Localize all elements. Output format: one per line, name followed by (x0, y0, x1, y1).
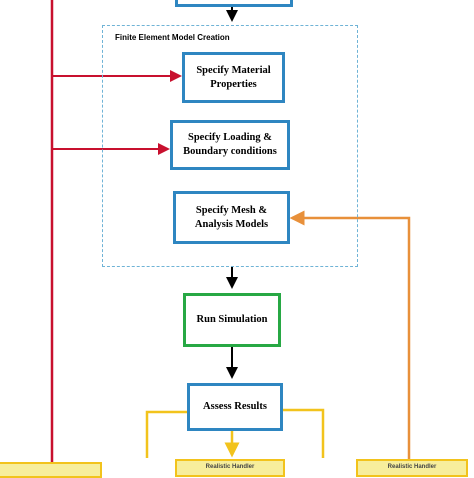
run-simulation-label: Run Simulation (196, 314, 268, 326)
specify-mesh-label: Specify Mesh & Analysis Models (194, 204, 269, 230)
bottom-center-label: Realistic Handler (205, 464, 255, 470)
assess-results-node: Assess Results (187, 383, 283, 431)
yellow-branch-left (145, 410, 187, 458)
specify-mesh-node: Specify Mesh & Analysis Models (173, 191, 290, 244)
run-simulation-node: Run Simulation (183, 293, 281, 347)
orange-feedback-line (289, 210, 411, 462)
specify-material-node: Specify Material Properties (182, 52, 285, 103)
bottom-center-box: Realistic Handler (175, 459, 285, 477)
bottom-right-label: Realistic Handler (387, 464, 437, 470)
specify-loading-label: Specify Loading & Boundary conditions (183, 132, 277, 157)
bottom-right-box: Realistic Handler (356, 459, 468, 477)
specify-material-label: Specify Material Properties (196, 64, 271, 90)
group-title: Finite Element Model Creation (115, 33, 230, 42)
top-process-box (175, 0, 293, 7)
finite-element-model-group: Finite Element Model Creation (102, 25, 358, 267)
specify-loading-node: Specify Loading & Boundary conditions (170, 120, 290, 170)
yellow-branch-right (283, 408, 325, 458)
bottom-left-box (0, 462, 102, 478)
assess-results-label: Assess Results (203, 401, 267, 413)
